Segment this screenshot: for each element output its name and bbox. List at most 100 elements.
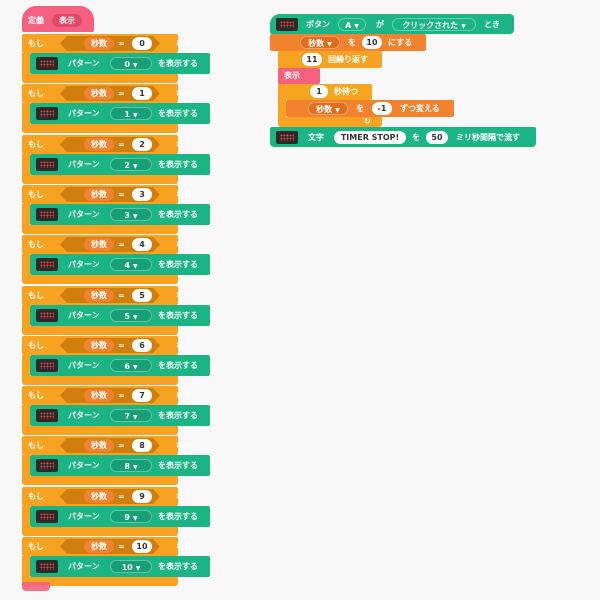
show-pattern-block[interactable]: パターン 5▼ を表示する: [30, 305, 210, 326]
compare-value-input[interactable]: 0: [132, 37, 152, 50]
repeat-block-top[interactable]: 11 回繰り返す: [278, 51, 382, 68]
compare-value-input[interactable]: 5: [132, 289, 152, 302]
pattern-select[interactable]: 0▼: [110, 57, 152, 70]
variable-reporter[interactable]: 秒数: [84, 37, 114, 50]
if-block-header[interactable]: もし 秒数 = 6 なら: [22, 336, 192, 355]
set-value-input[interactable]: 10: [362, 36, 382, 49]
if-block-header[interactable]: もし 秒数 = 5 なら: [22, 286, 192, 305]
if-block-header[interactable]: もし 秒数 = 4 なら: [22, 235, 192, 254]
if-block-footer: [22, 326, 178, 335]
pattern-label: パターン: [68, 361, 100, 370]
call-display-block[interactable]: 表示: [278, 68, 320, 84]
pattern-select[interactable]: 9▼: [110, 510, 152, 523]
pattern-select[interactable]: 7▼: [110, 409, 152, 422]
pattern-select[interactable]: 6▼: [110, 359, 152, 372]
pattern-select[interactable]: 4▼: [110, 258, 152, 271]
compare-value-input[interactable]: 8: [132, 439, 152, 452]
pattern-select[interactable]: 10▼: [110, 560, 152, 573]
if-label: もし: [28, 291, 44, 300]
pattern-label: パターン: [68, 562, 100, 571]
variable-reporter[interactable]: 秒数: [84, 490, 114, 503]
variable-reporter[interactable]: 秒数: [84, 289, 114, 302]
change-variable-select[interactable]: 秒数▼: [308, 102, 348, 115]
variable-reporter[interactable]: 秒数: [84, 138, 114, 151]
variable-reporter[interactable]: 秒数: [84, 540, 114, 553]
if-block-header[interactable]: もし 秒数 = 7 なら: [22, 386, 192, 405]
define-hat-block[interactable]: 定義 表示: [22, 6, 94, 32]
action-select[interactable]: クリックされた▼: [392, 18, 476, 31]
pattern-select-value: 0: [124, 60, 130, 69]
if-block-header[interactable]: もし 秒数 = 8 なら: [22, 436, 192, 455]
if-block-footer: [22, 175, 178, 184]
change-variable-block[interactable]: 秒数▼ を -1 ずつ変える: [286, 100, 454, 117]
compare-value-input[interactable]: 6: [132, 339, 152, 352]
pattern-label: パターン: [68, 109, 100, 118]
equals-condition[interactable]: 秒数 = 1: [60, 86, 160, 101]
if-block-header[interactable]: もし 秒数 = 9 なら: [22, 487, 192, 506]
pattern-select[interactable]: 8▼: [110, 459, 152, 472]
compare-value-input[interactable]: 4: [132, 238, 152, 251]
scroll-speed-input[interactable]: 50: [426, 131, 448, 144]
show-pattern-block[interactable]: パターン 8▼ を表示する: [30, 455, 210, 476]
show-pattern-block[interactable]: パターン 10▼ を表示する: [30, 556, 210, 577]
scroll-label: 文字: [308, 133, 324, 142]
equals-condition[interactable]: 秒数 = 10: [60, 539, 160, 554]
if-block-header[interactable]: もし 秒数 = 2 なら: [22, 135, 192, 154]
equals-condition[interactable]: 秒数 = 5: [60, 288, 160, 303]
pattern-select-value: 10: [121, 563, 133, 572]
show-pattern-block[interactable]: パターン 3▼ を表示する: [30, 204, 210, 225]
show-pattern-block[interactable]: パターン 1▼ を表示する: [30, 103, 210, 124]
microbit-icon: [36, 107, 58, 120]
microbit-icon: [276, 131, 298, 144]
show-pattern-block[interactable]: パターン 6▼ を表示する: [30, 355, 210, 376]
button-event-hat-block[interactable]: ボタン A▼ が クリックされた▼ とき: [270, 14, 514, 34]
pattern-select[interactable]: 1▼: [110, 107, 152, 120]
compare-value-input[interactable]: 9: [132, 490, 152, 503]
set-variable-block[interactable]: 秒数▼ を 10 にする: [270, 34, 426, 51]
then-label: なら: [176, 492, 192, 501]
if-block-header[interactable]: もし 秒数 = 10 なら: [22, 537, 192, 556]
change-value-input[interactable]: -1: [372, 102, 392, 115]
compare-value-input[interactable]: 3: [132, 188, 152, 201]
show-pattern-block[interactable]: パターン 4▼ を表示する: [30, 254, 210, 275]
wait-block[interactable]: 1 秒待つ: [286, 84, 372, 100]
show-pattern-block[interactable]: パターン 7▼ を表示する: [30, 405, 210, 426]
pattern-select[interactable]: 2▼: [110, 158, 152, 171]
equals-condition[interactable]: 秒数 = 7: [60, 388, 160, 403]
scroll-text-block[interactable]: 文字 TIMER STOP! を 50 ミリ秒間隔で流す: [270, 127, 536, 147]
equals-condition[interactable]: 秒数 = 3: [60, 187, 160, 202]
show-pattern-block[interactable]: パターン 2▼ を表示する: [30, 154, 210, 175]
variable-reporter[interactable]: 秒数: [84, 439, 114, 452]
if-block-header[interactable]: もし 秒数 = 3 なら: [22, 185, 192, 204]
variable-reporter[interactable]: 秒数: [84, 339, 114, 352]
equals-condition[interactable]: 秒数 = 2: [60, 137, 160, 152]
equals-condition[interactable]: 秒数 = 6: [60, 338, 160, 353]
variable-reporter[interactable]: 秒数: [84, 238, 114, 251]
variable-reporter[interactable]: 秒数: [84, 389, 114, 402]
equals-condition[interactable]: 秒数 = 4: [60, 237, 160, 252]
pattern-select[interactable]: 3▼: [110, 208, 152, 221]
compare-value-input[interactable]: 1: [132, 87, 152, 100]
microbit-icon: [276, 18, 298, 31]
if-block-header[interactable]: もし 秒数 = 0 なら: [22, 34, 192, 53]
compare-value-input[interactable]: 7: [132, 389, 152, 402]
pattern-select[interactable]: 5▼: [110, 309, 152, 322]
if-block-header[interactable]: もし 秒数 = 1 なら: [22, 84, 192, 103]
repeat-count-input[interactable]: 11: [302, 53, 322, 66]
scroll-suffix-label: ミリ秒間隔で流す: [456, 133, 520, 142]
show-pattern-block[interactable]: パターン 0▼ を表示する: [30, 53, 210, 74]
equals-condition[interactable]: 秒数 = 8: [60, 438, 160, 453]
show-pattern-block[interactable]: パターン 9▼ を表示する: [30, 506, 210, 527]
equals-condition[interactable]: 秒数 = 0: [60, 36, 160, 51]
compare-value-input[interactable]: 2: [132, 138, 152, 151]
button-select[interactable]: A▼: [338, 18, 366, 31]
wait-value-input[interactable]: 1: [310, 85, 328, 98]
scroll-text-input[interactable]: TIMER STOP!: [334, 131, 406, 144]
equals-condition[interactable]: 秒数 = 9: [60, 489, 160, 504]
variable-reporter[interactable]: 秒数: [84, 188, 114, 201]
variable-reporter[interactable]: 秒数: [84, 87, 114, 100]
set-variable-select[interactable]: 秒数▼: [300, 36, 340, 49]
define-name-field[interactable]: 表示: [52, 14, 82, 27]
compare-value-input[interactable]: 10: [132, 540, 152, 553]
